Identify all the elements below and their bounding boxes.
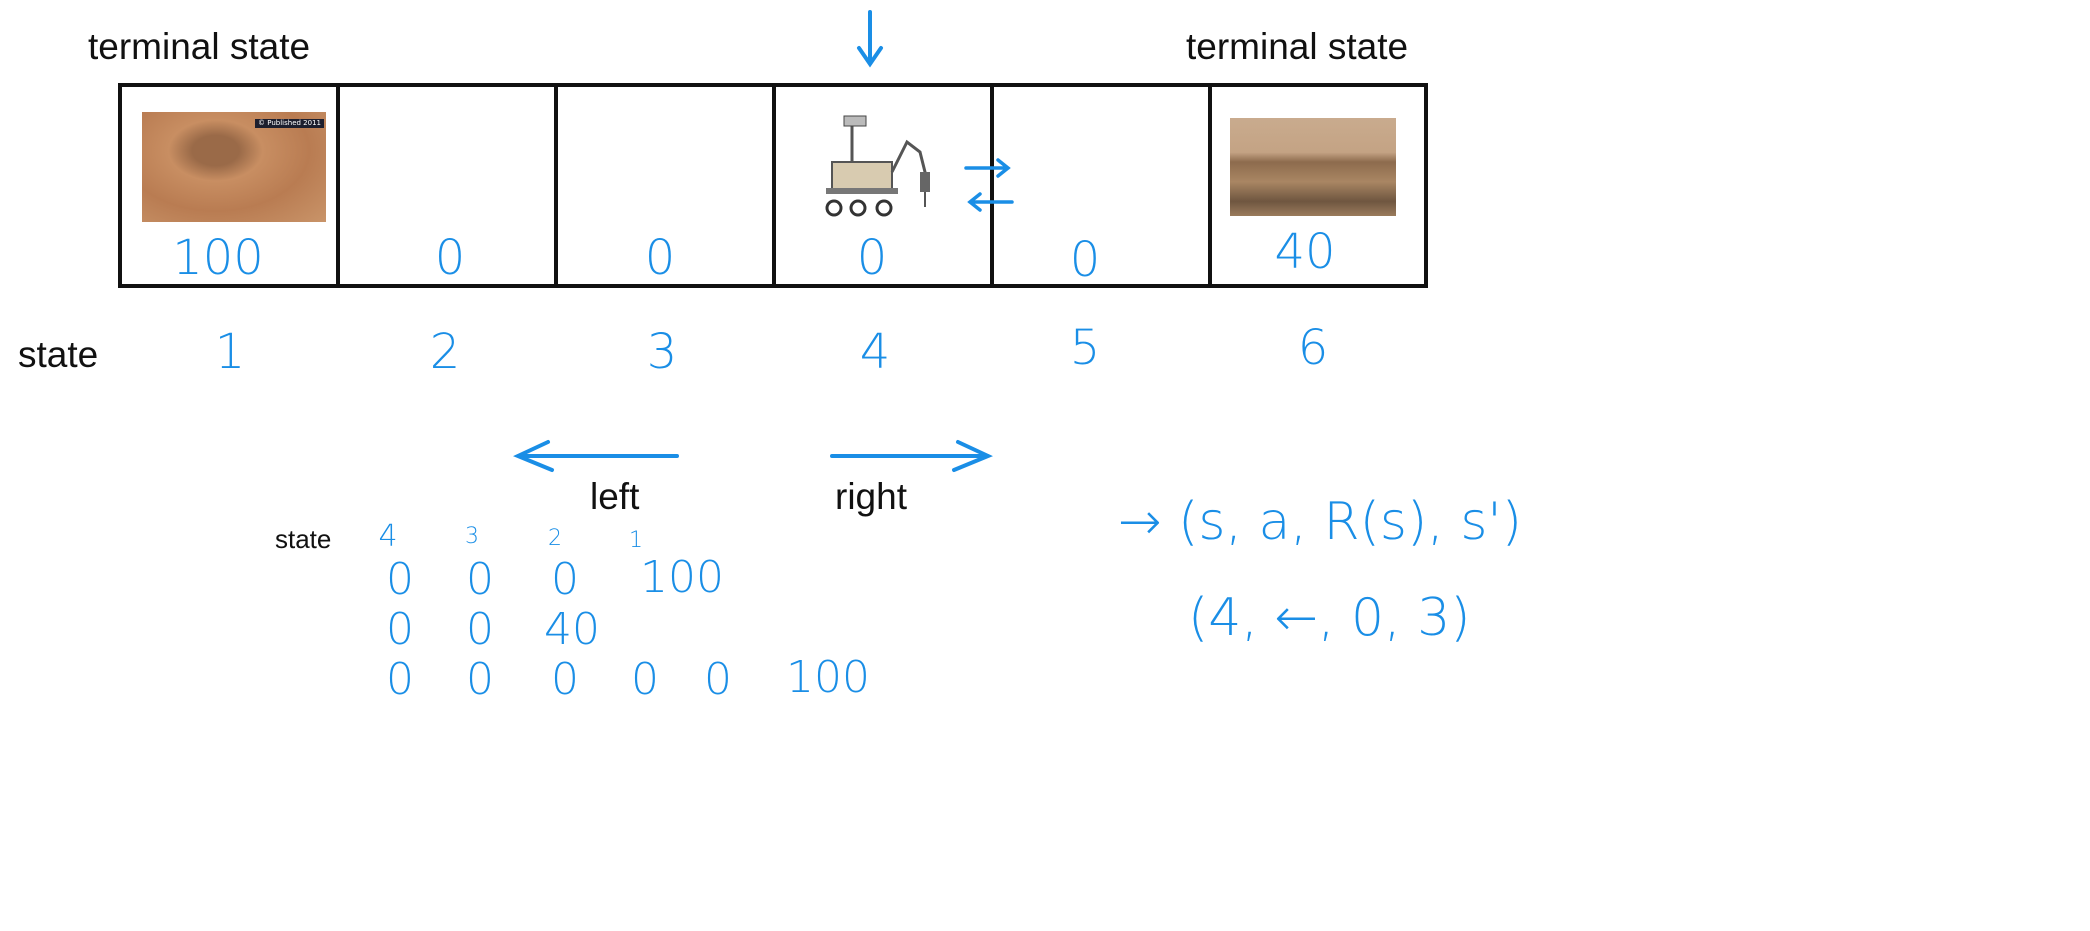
right-arrow-icon [830,440,993,472]
action-right-label: right [835,476,907,517]
reward-2: 0 [434,230,466,286]
sequence-header-cell: 1 [629,528,643,553]
state-cell-6 [1208,83,1428,288]
state-cell-5 [990,83,1212,288]
reward-5: 0 [1069,232,1101,288]
state-number-6: 6 [1297,320,1329,376]
sequence-cell: 0 [386,654,414,705]
move-left-right-arrows-icon [964,158,1014,212]
reward-4: 0 [856,230,888,286]
sequence-cell: 0 [466,554,494,605]
state-number-2: 2 [429,324,461,380]
mars-rover-icon [825,115,930,217]
state-number-3: 3 [646,324,678,380]
state-row-label: state [18,334,99,375]
sequence-cell: 0 [466,604,494,655]
tuple-general: → (s, a, R(s), s') [1118,492,1522,552]
sequence-cell: 0 [386,604,414,655]
action-left-label: left [590,476,640,517]
sequence-cell: 0 [631,654,659,705]
terminal-state-label-right: terminal state [1186,26,1409,67]
sequence-cell: 40 [544,604,600,655]
state-number-5: 5 [1069,320,1101,376]
current-state-down-arrow-icon [857,10,883,68]
sequence-cell: 0 [704,654,732,705]
terminal-state-label-left: terminal state [88,26,311,67]
sequence-state-label: state [275,524,332,554]
left-arrow-icon [513,440,679,472]
sequence-cell: 100 [786,652,870,703]
sequence-cell: 0 [386,554,414,605]
state-number-1: 1 [214,324,246,380]
sequence-cell: 0 [551,554,579,605]
reward-1: 100 [172,230,264,286]
sequence-cell: 0 [466,654,494,705]
sequence-cell: 100 [640,552,724,603]
reward-6: 40 [1274,224,1336,280]
sequence-header-cell: 3 [465,524,479,549]
tuple-example: (4, ←, 0, 3) [1188,588,1471,648]
image-caption: © Published 2011 [255,119,324,128]
mars-crater-image: © Published 2011 [142,112,326,222]
sequence-header-cell: 4 [378,519,398,554]
reward-3: 0 [644,230,676,286]
state-number-4: 4 [859,324,891,380]
sequence-header-cell: 2 [548,526,562,551]
mars-landscape-image [1230,118,1396,216]
sequence-cell: 0 [551,654,579,705]
